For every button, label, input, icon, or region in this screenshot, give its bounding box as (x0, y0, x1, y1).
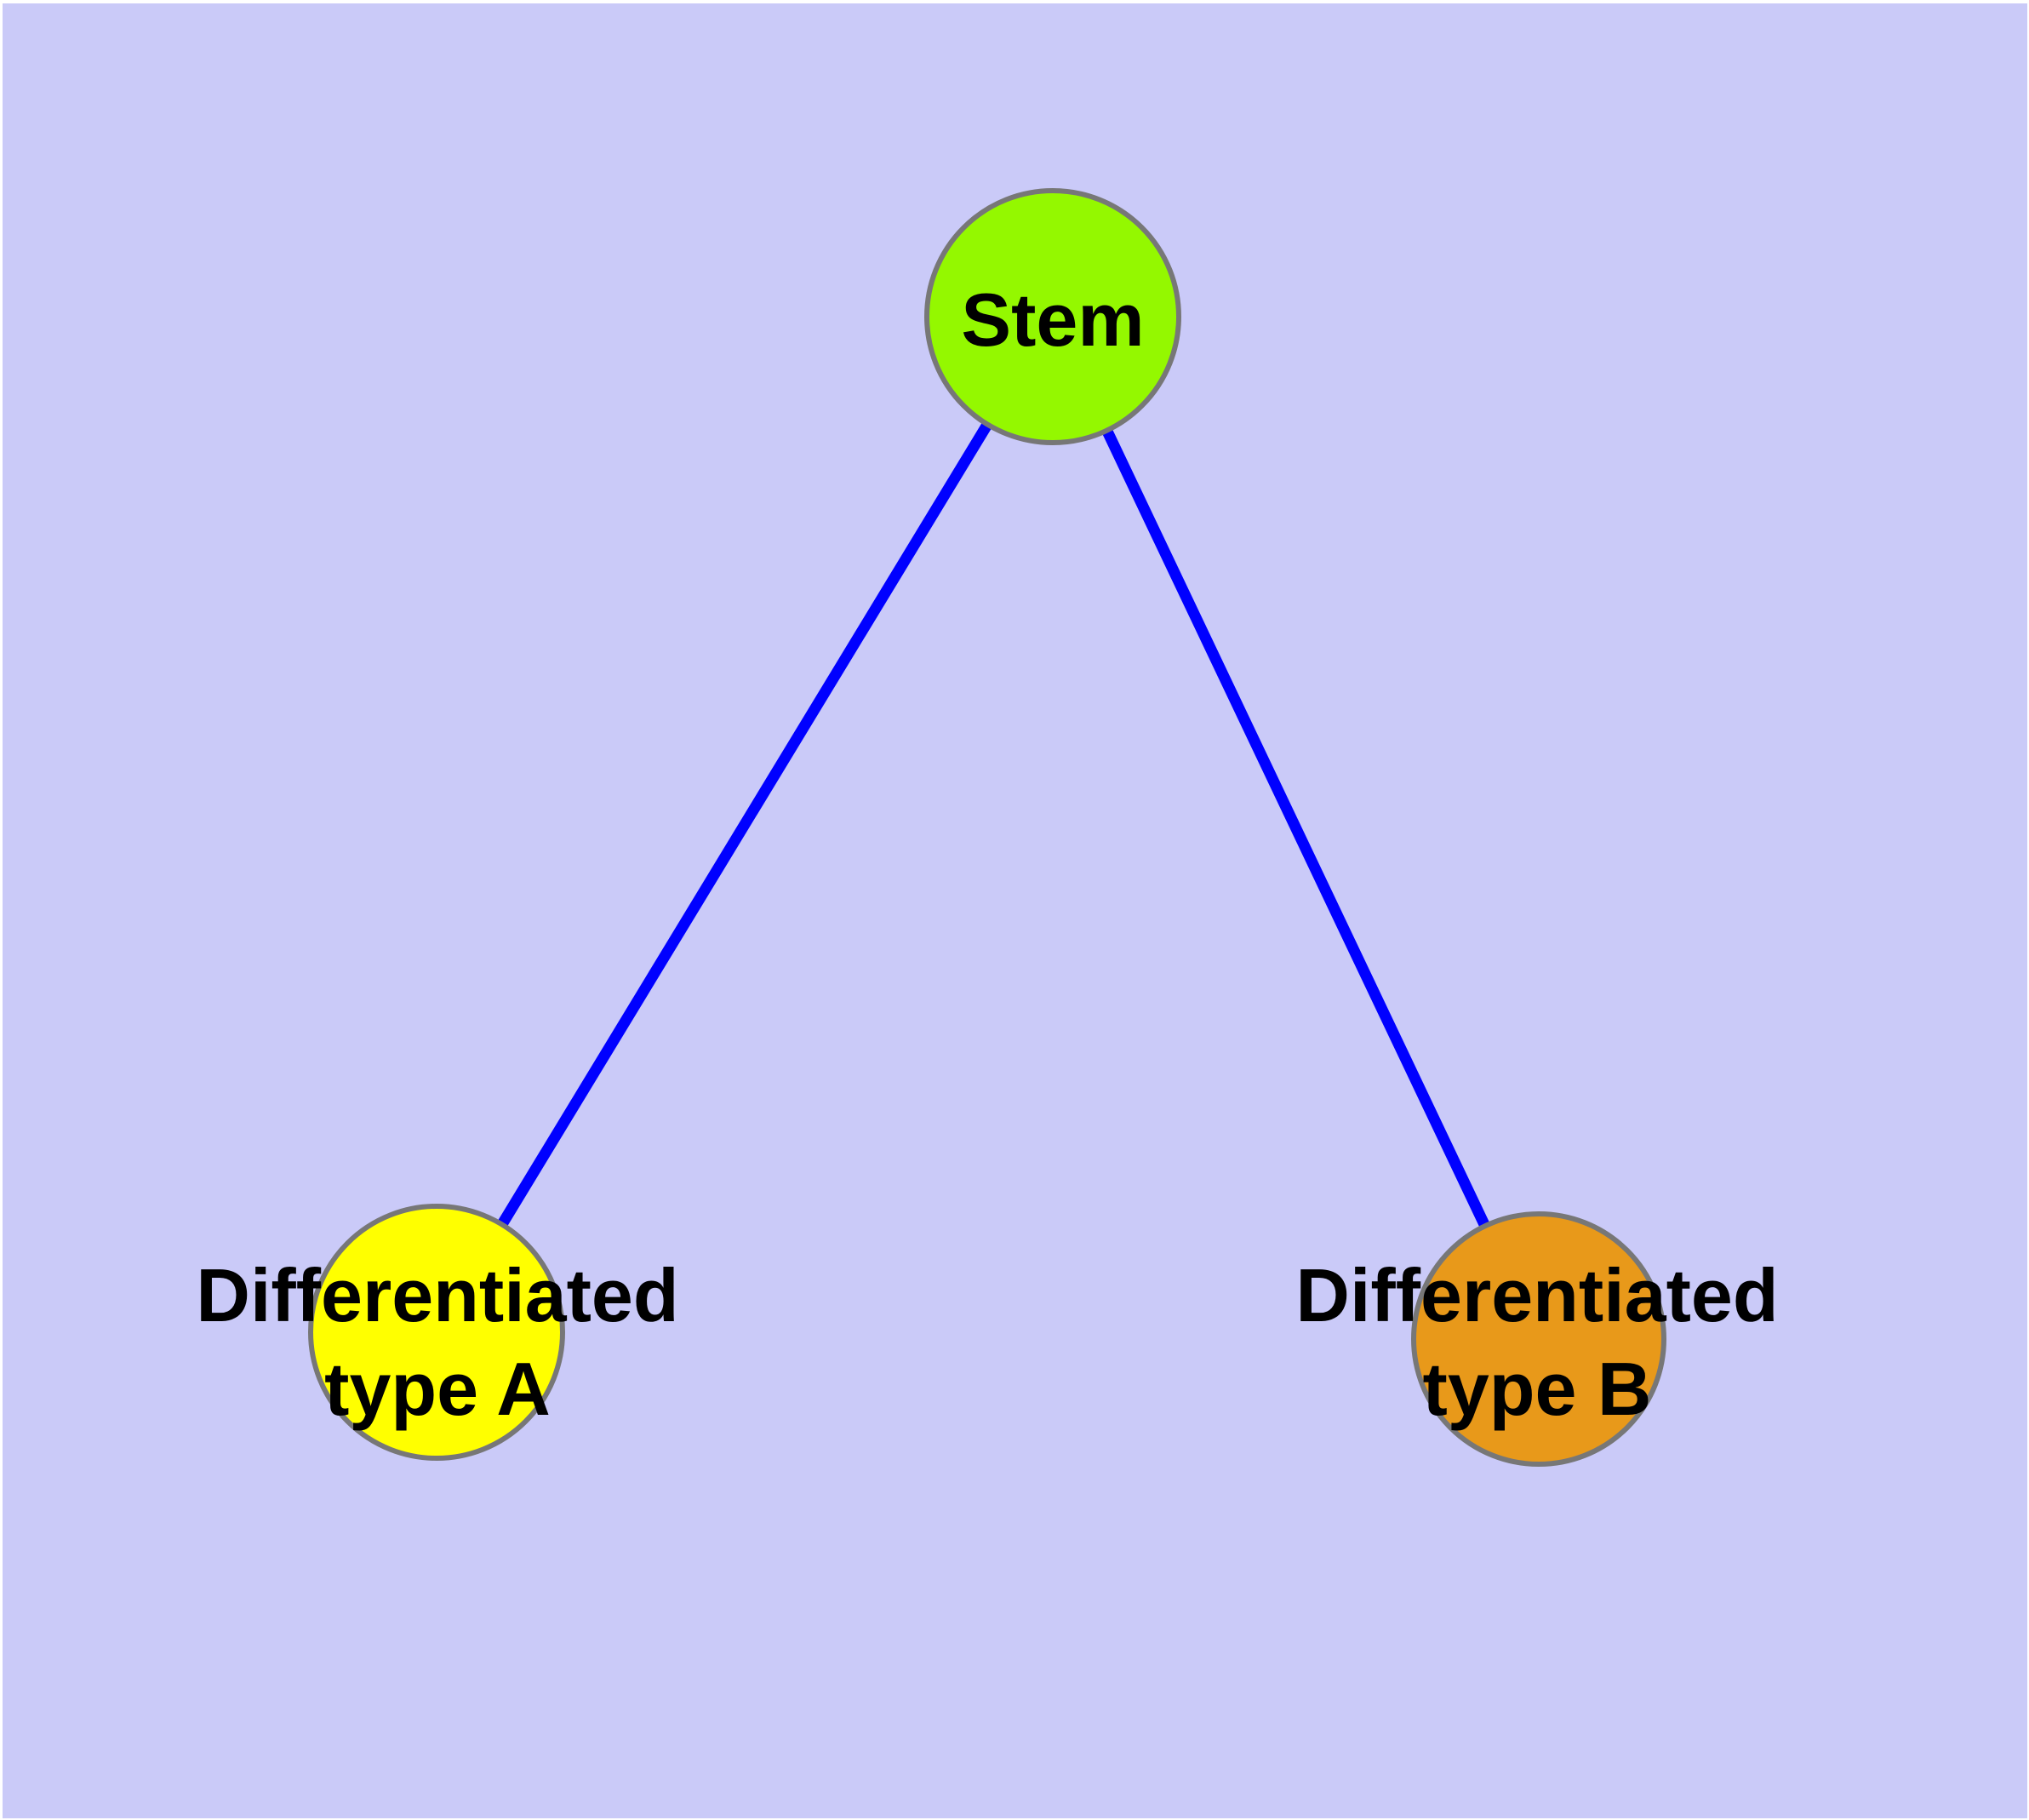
stem-node-label-text: Stem (961, 278, 1145, 362)
stem-node-label: Stem (961, 273, 1144, 367)
edge-stem-to-type-b (1047, 311, 1545, 1345)
differentiated-type-a-node-label: Differentiated type A (196, 1249, 678, 1436)
differentiated-type-b-label-line1: Differentiated (1295, 1253, 1779, 1337)
edge-stem-to-type-a (431, 311, 1059, 1338)
differentiated-type-b-node-label: Differentiated type B (1295, 1249, 1778, 1436)
differentiated-type-b-node-circle (1411, 1211, 1666, 1467)
differentiated-type-a-label-line1: Differentiated (196, 1253, 679, 1337)
differentiated-type-b-label-line2: type B (1422, 1347, 1652, 1431)
graph-svg (308, 188, 1666, 1467)
diagram-canvas: Stem Differentiated type A Differentiate… (3, 3, 2027, 1818)
differentiated-type-a-node-circle (308, 1204, 565, 1461)
stem-node-circle (924, 188, 1181, 445)
differentiated-type-a-label-line2: type A (324, 1347, 551, 1431)
